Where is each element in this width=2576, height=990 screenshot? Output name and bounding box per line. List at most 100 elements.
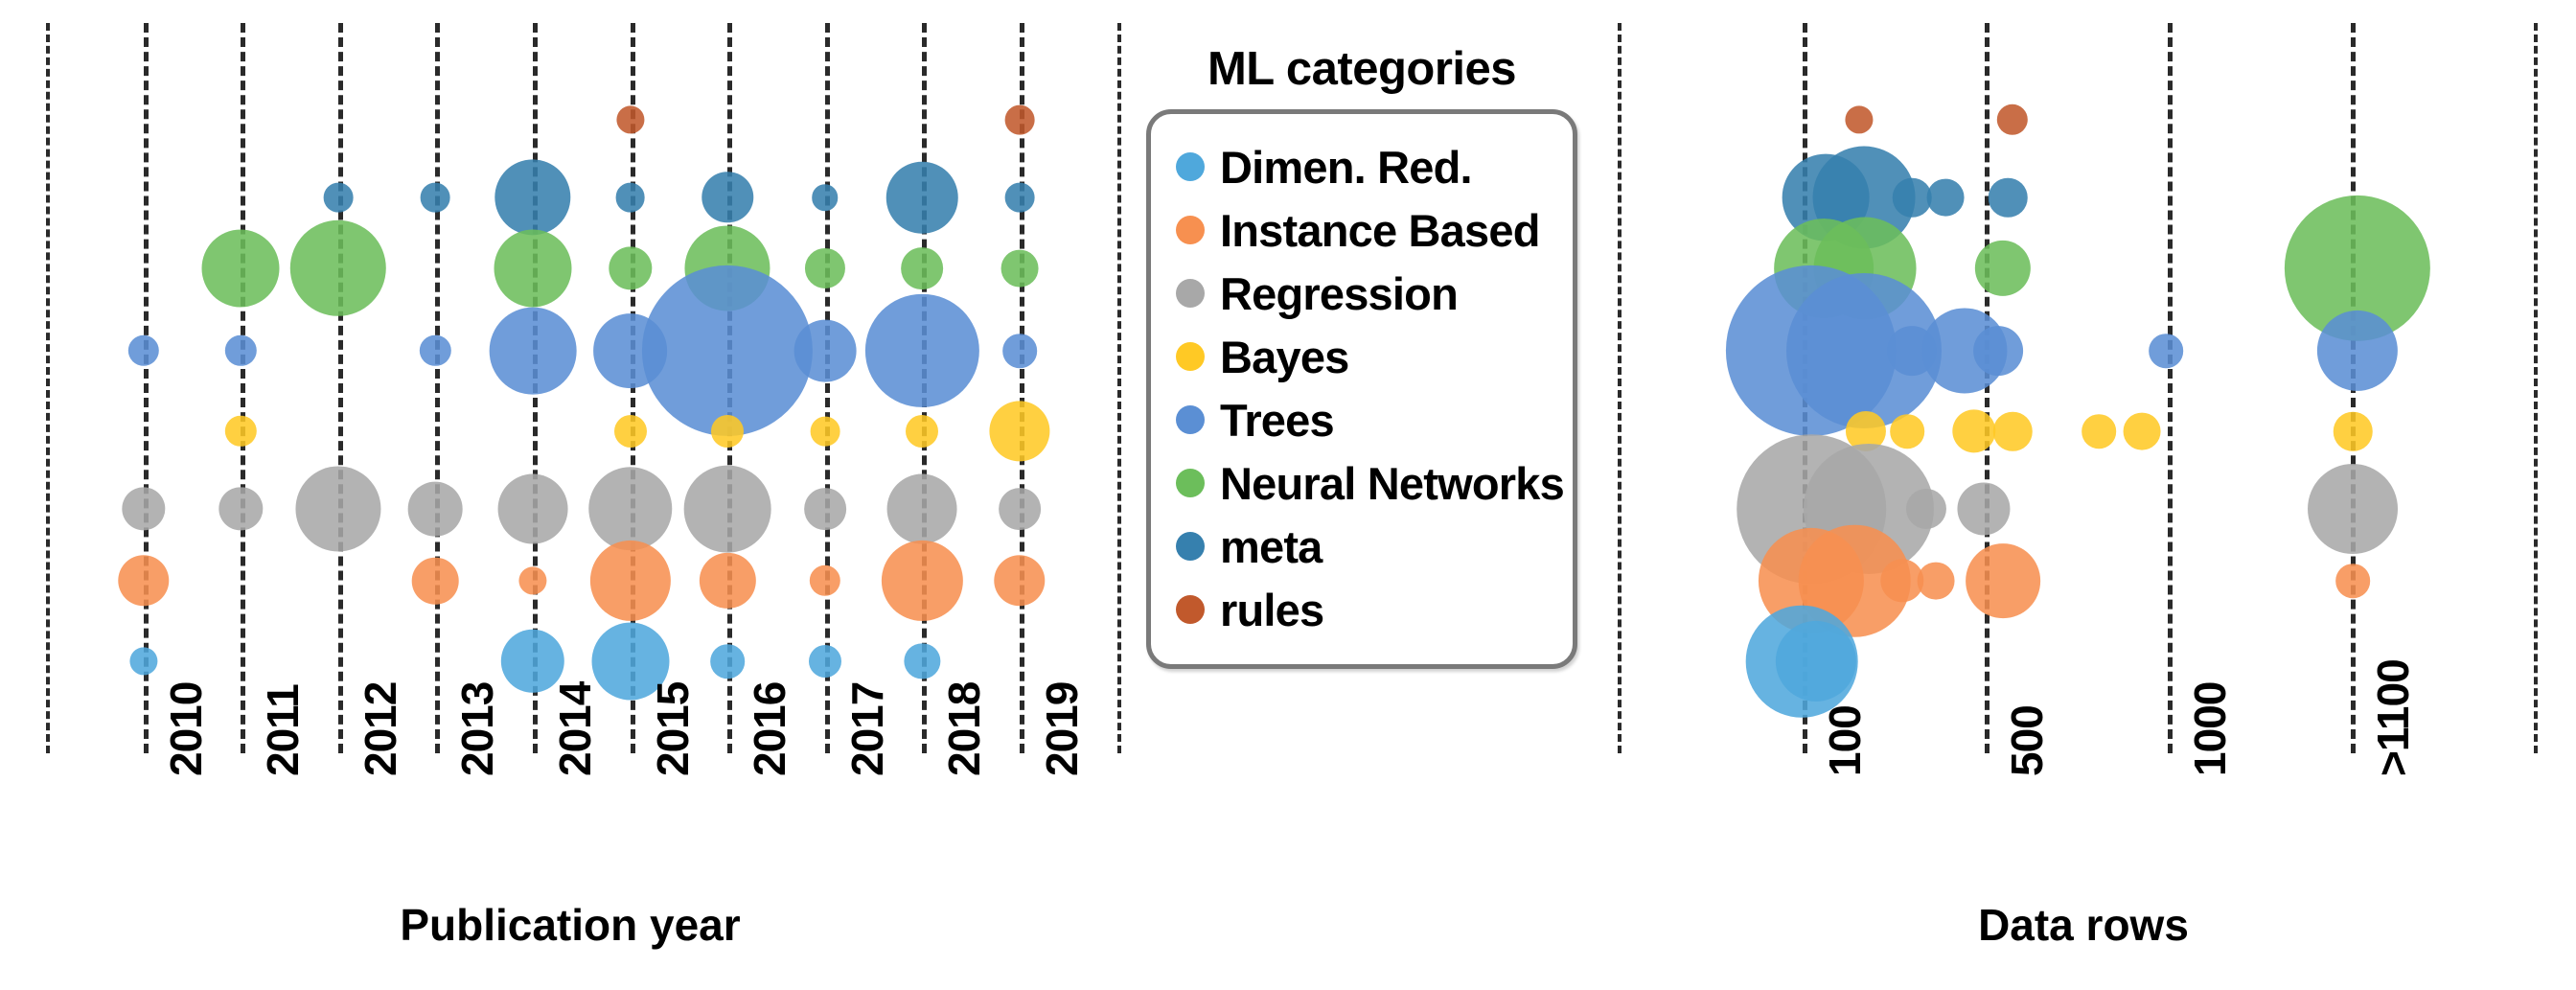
bubble-bayes [989, 401, 1050, 462]
bubble-trees [224, 334, 257, 367]
bubble-meta [421, 182, 450, 213]
bubble-meta [812, 184, 839, 211]
gridline [2534, 23, 2538, 753]
bubble-regression [2308, 464, 2398, 554]
bubble-regression [218, 487, 263, 531]
legend-item-trees[interactable]: Trees [1168, 388, 1555, 451]
bubble-meta [494, 159, 571, 236]
bubble-regression [1905, 488, 1947, 530]
bubble-instance-based [589, 540, 671, 622]
bubble-instance-based [700, 552, 756, 610]
bubble-instance-based [809, 564, 840, 597]
tick-label: 2016 [745, 681, 795, 776]
bubble-bayes [224, 415, 257, 448]
legend-swatch-regression-icon [1176, 279, 1205, 308]
legend-title: ML categories [1207, 43, 1517, 95]
bubble-meta [1892, 177, 1932, 218]
bubble-dimen-red [500, 629, 565, 694]
legend-item-rules[interactable]: rules [1168, 578, 1555, 641]
bubble-bayes [711, 414, 745, 449]
legend-swatch-bayes-icon [1176, 342, 1205, 371]
legend-item-regression[interactable]: Regression [1168, 262, 1555, 325]
gridline [143, 23, 149, 753]
bubble-trees [794, 319, 857, 382]
tick-label: 2015 [647, 681, 698, 776]
legend-swatch-dimen_red-icon [1176, 152, 1205, 181]
bubble-dimen-red [710, 644, 745, 679]
gridline [2168, 23, 2173, 753]
bubble-rules [1845, 105, 1874, 134]
bubble-bayes [613, 414, 647, 449]
bubble-dimen-red [808, 644, 841, 679]
bubble-meta [1926, 178, 1965, 217]
bubble-regression [587, 467, 673, 551]
tick-label: >1100 [2368, 659, 2418, 776]
bubble-instance-based [994, 555, 1046, 607]
bubble-bayes [1992, 411, 2033, 451]
bubble-instance-based [518, 566, 547, 595]
bubble-trees [1973, 326, 2023, 376]
tick-label: 2018 [939, 681, 990, 776]
bubble-regression [408, 481, 463, 537]
tick-label: 2017 [841, 681, 892, 776]
bubble-regression [886, 473, 957, 544]
bubble-trees [642, 265, 814, 437]
bubble-trees [1002, 334, 1037, 368]
bubble-meta [1988, 177, 2028, 218]
bubble-dimen-red [591, 622, 670, 701]
gridline [435, 23, 441, 753]
bubble-instance-based [412, 557, 459, 605]
bubble-bayes [2082, 414, 2116, 449]
legend-item-label: Dimen. Red. [1220, 141, 1473, 193]
legend-item-label: Regression [1220, 267, 1459, 319]
bubble-neural-networks [608, 246, 653, 290]
legend-item-bayes[interactable]: Bayes [1168, 325, 1555, 388]
legend-item-label: Neural Networks [1220, 457, 1565, 509]
gridline [824, 23, 830, 753]
tick-label: 2019 [1037, 681, 1087, 776]
bubble-rules [616, 105, 645, 134]
bubble-trees [127, 334, 159, 367]
bubble-instance-based [1880, 559, 1924, 603]
left-axis-title: Publication year [400, 900, 741, 950]
gridline [1618, 23, 1622, 753]
bubble-dimen-red [1775, 620, 1857, 702]
bubble-instance-based [882, 540, 963, 622]
legend-swatch-trees-icon [1176, 405, 1205, 434]
legend-item-instance_based[interactable]: Instance Based [1168, 198, 1555, 262]
bubble-regression [999, 488, 1041, 530]
bubble-regression [683, 465, 771, 553]
gridline [630, 23, 635, 753]
tick-label: 2011 [258, 684, 309, 776]
tick-label: 2014 [550, 681, 600, 776]
bubble-meta [323, 182, 354, 213]
legend-item-meta[interactable]: meta [1168, 515, 1555, 578]
bubble-instance-based [1917, 562, 1955, 600]
legend-swatch-meta-icon [1176, 532, 1205, 561]
legend-item-label: rules [1220, 584, 1324, 635]
bubble-bayes [1952, 409, 1996, 453]
legend-item-label: Trees [1220, 394, 1335, 446]
bubble-bayes [2333, 411, 2373, 451]
legend-swatch-instance_based-icon [1176, 216, 1205, 244]
tick-label: 100 [1820, 705, 1870, 776]
legend-item-neural_networks[interactable]: Neural Networks [1168, 451, 1565, 515]
legend-item-label: meta [1220, 520, 1322, 572]
legend-item-label: Instance Based [1220, 204, 1540, 256]
bubble-trees [420, 334, 451, 367]
legend-item-dimen_red[interactable]: Dimen. Red. [1168, 135, 1555, 198]
bubble-instance-based [117, 555, 170, 607]
bubble-regression [1957, 482, 2011, 536]
legend-swatch-neural_networks-icon [1176, 469, 1205, 497]
bubble-bayes [2123, 412, 2161, 450]
gridline [337, 23, 343, 753]
bubble-neural-networks [1000, 249, 1039, 288]
tick-label: 1000 [2185, 681, 2235, 776]
legend-item-label: Bayes [1220, 331, 1349, 382]
bubble-trees [489, 307, 577, 395]
gridline [1985, 23, 1990, 753]
